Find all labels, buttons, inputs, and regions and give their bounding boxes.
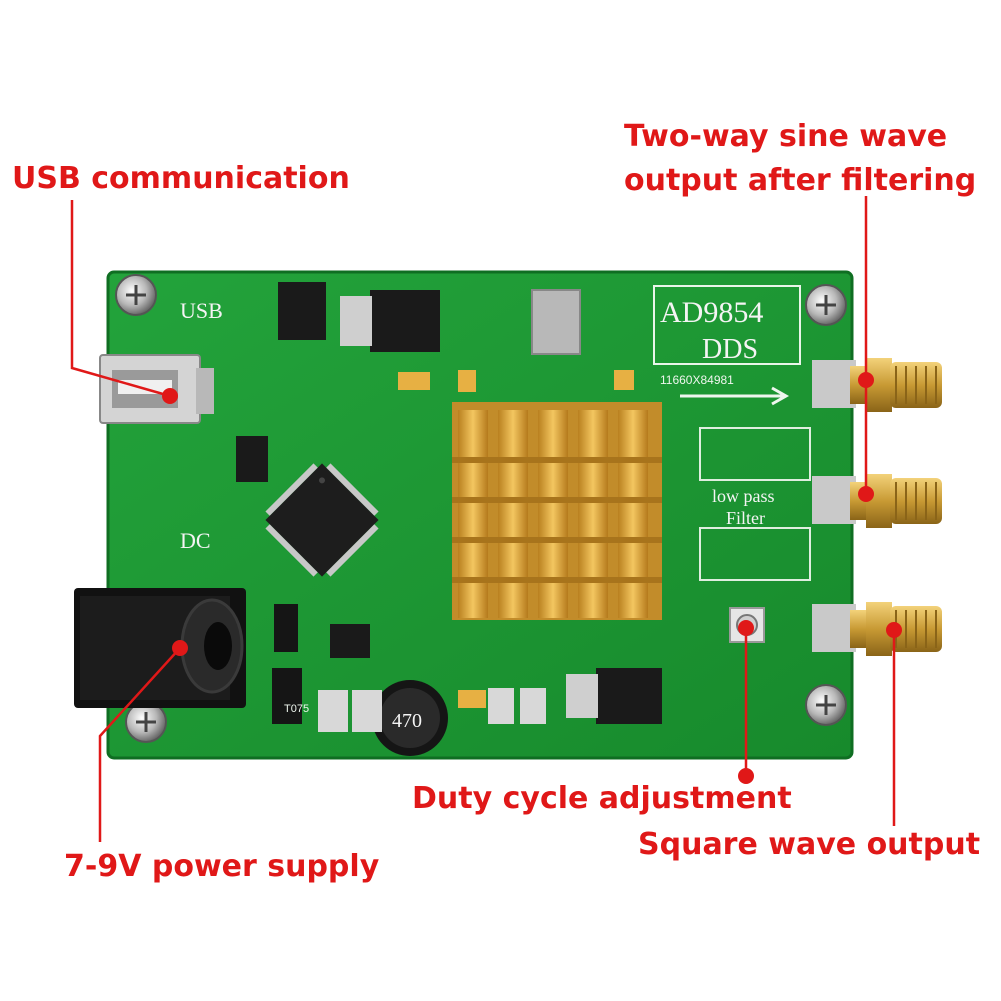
- mcu-chip: [265, 463, 379, 577]
- dc-silk-label: DC: [180, 528, 211, 553]
- chip-label-box: AD9854 DDS 11660X84981: [653, 285, 801, 406]
- dc-power-jack: [74, 588, 246, 708]
- voltage-regulators: [236, 282, 662, 724]
- sine-output-callout-line1: Two-way sine wave: [624, 119, 948, 154]
- sma-connector-2: [812, 474, 942, 528]
- usb-connector: [99, 354, 214, 424]
- sma-connector-1: [812, 358, 942, 412]
- power-pointer-line: [98, 647, 181, 842]
- board-serial: 11660X84981: [660, 373, 734, 387]
- power-inductor: 470: [372, 680, 448, 756]
- sma-connector-3: [812, 602, 942, 656]
- square-output-callout: Square wave output: [638, 827, 981, 862]
- filter-label-1: low pass: [712, 486, 775, 506]
- usb-pointer-line: [70, 200, 171, 398]
- power-supply-callout: 7-9V power supply: [64, 849, 380, 884]
- callout-pointers: [70, 196, 902, 842]
- sma-connectors: [812, 358, 942, 656]
- duty-cycle-callout: Duty cycle adjustment: [412, 781, 792, 816]
- mounting-screws: [115, 274, 847, 743]
- board-subtitle: DDS: [702, 334, 758, 365]
- usb-silk-label: USB: [180, 298, 223, 323]
- inductor-marking: 470: [392, 710, 422, 732]
- low-pass-filter: low pass Filter: [699, 427, 811, 581]
- passive-components: [272, 370, 634, 732]
- sine-output-callout-line2: output after filtering: [624, 163, 977, 198]
- filter-label-2: Filter: [726, 508, 765, 528]
- fuse-marking: T075: [284, 703, 309, 715]
- usb-communication-callout: USB communication: [12, 161, 350, 196]
- board-title: AD9854: [660, 296, 763, 329]
- silkscreen-labels: USB DC T075: [180, 298, 309, 715]
- heat-sink: [452, 402, 662, 620]
